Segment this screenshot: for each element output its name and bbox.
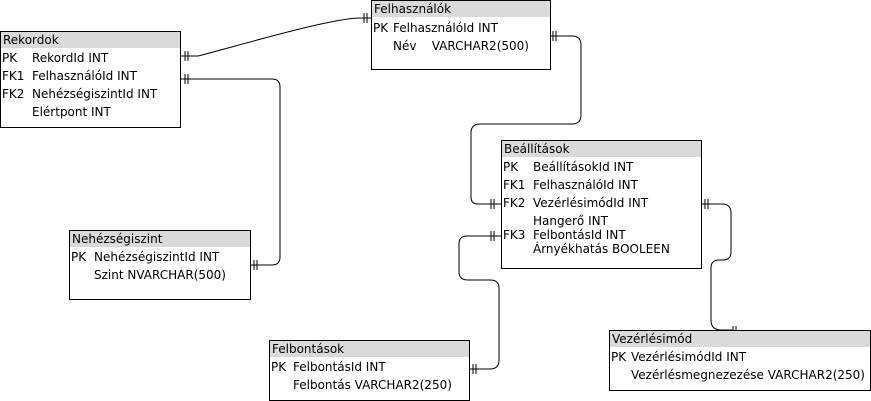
column-text: BeállításokId INT: [533, 160, 634, 174]
column-row: PK RekordId INT: [1, 50, 180, 66]
column-text: Elértpont INT: [32, 105, 111, 119]
key-label: FK2: [503, 196, 526, 210]
key-label: FK1: [2, 69, 25, 83]
key-label: FK3: [503, 228, 526, 242]
entity-title: Felbontások: [270, 341, 469, 357]
entity-title: Vezérlésimód: [610, 331, 870, 347]
key-label: PK: [71, 250, 87, 264]
cardinality-one-mark: [552, 31, 557, 41]
key-label: FK2: [2, 87, 25, 101]
column-text: Szint NVARCHAR(500): [94, 268, 226, 282]
column-text: Felbontás VARCHAR2(250): [293, 378, 452, 392]
column-text: VezérlésimódId INT: [533, 196, 649, 210]
column-row: FK2 VezérlésimódId INT: [502, 195, 701, 211]
column-row: Vezérlésmegnezezése VARCHAR2(250): [610, 367, 870, 383]
column-row: PK FelhasználóId INT: [372, 20, 550, 36]
cardinality-one-mark: [363, 13, 368, 23]
entity-vezerlesimod: Vezérlésimód PK VezérlésimódId INT Vezér…: [609, 330, 871, 391]
column-row: Felbontás VARCHAR2(250): [270, 377, 469, 393]
key-label: PK: [373, 21, 389, 35]
key-label: PK: [271, 360, 287, 374]
column-text: FelhasználóId INT: [32, 69, 137, 83]
column-text: Név VARCHAR2(500): [393, 39, 529, 53]
column-row: FK1 FelhasználóId INT: [502, 177, 701, 193]
entity-felbontasok: Felbontások PK FelbontásId INT Felbontás…: [269, 340, 470, 401]
entity-felhasznalok: Felhasználók PK FelhasználóId INT Név VA…: [371, 0, 551, 70]
column-text: FelbontásId INT: [533, 228, 626, 242]
column-text: RekordId INT: [32, 51, 109, 65]
cardinality-one-mark: [704, 199, 709, 209]
column-text: NehézségiszintId INT: [32, 87, 158, 101]
column-text: VezérlésimódId INT: [631, 350, 747, 364]
column-text: FelhasználóId INT: [393, 21, 498, 35]
key-label: FK1: [503, 178, 526, 192]
entity-rekordok: Rekordok PK RekordId INT FK1 Felhasználó…: [0, 31, 181, 128]
column-text: Árnyékhatás BOOLEEN: [533, 242, 670, 256]
column-row: FK2 NehézségiszintId INT: [1, 86, 180, 102]
column-row: Szint NVARCHAR(500): [70, 267, 250, 283]
cardinality-one-mark: [184, 74, 189, 84]
entity-title: Rekordok: [1, 32, 180, 48]
entity-title: Nehézségiszint: [70, 231, 250, 247]
column-row: PK NehézségiszintId INT: [70, 249, 250, 265]
column-row: Név VARCHAR2(500): [372, 38, 550, 54]
cardinality-one-mark: [490, 231, 495, 241]
entity-beallitasok: Beállítások PK BeállításokId INT FK1 Fel…: [501, 140, 702, 269]
column-row: PK FelbontásId INT: [270, 359, 469, 375]
column-row: Elértpont INT: [1, 104, 180, 120]
relation-rekordok-nehezsegiszint: [181, 74, 281, 270]
column-text: Hangerő INT: [533, 214, 608, 228]
column-text: NehézségiszintId INT: [94, 250, 220, 264]
column-row: Hangerő INT: [502, 213, 701, 229]
column-text: FelbontásId INT: [293, 360, 386, 374]
column-row: Árnyékhatás BOOLEEN: [502, 241, 701, 257]
entity-title: Beállítások: [502, 141, 701, 157]
relation-beallitasok-vezerlesimod: [701, 199, 737, 336]
column-text: FelhasználóId INT: [533, 178, 638, 192]
column-row: PK BeállításokId INT: [502, 159, 701, 175]
column-row: FK1 FelhasználóId INT: [1, 68, 180, 84]
cardinality-one-mark: [184, 51, 189, 61]
key-label: PK: [503, 160, 519, 174]
cardinality-one-mark: [472, 364, 477, 374]
key-label: PK: [2, 51, 18, 65]
column-row: FK3 FelbontásId INT: [502, 227, 701, 243]
cardinality-one-mark: [253, 260, 258, 270]
relation-rekordok-felhasznalok: [181, 13, 371, 61]
relation-felbontasok-beallitasok: [458, 231, 501, 374]
key-label: PK: [611, 350, 627, 364]
column-text: Vezérlésmegnezezése VARCHAR2(250): [631, 368, 865, 382]
entity-nehezsegiszint: Nehézségiszint PK NehézségiszintId INT S…: [69, 230, 251, 300]
entity-title: Felhasználók: [372, 1, 550, 17]
relation-felhasznalok-beallitasok: [470, 31, 582, 209]
column-row: PK VezérlésimódId INT: [610, 349, 870, 365]
cardinality-one-mark: [490, 199, 495, 209]
